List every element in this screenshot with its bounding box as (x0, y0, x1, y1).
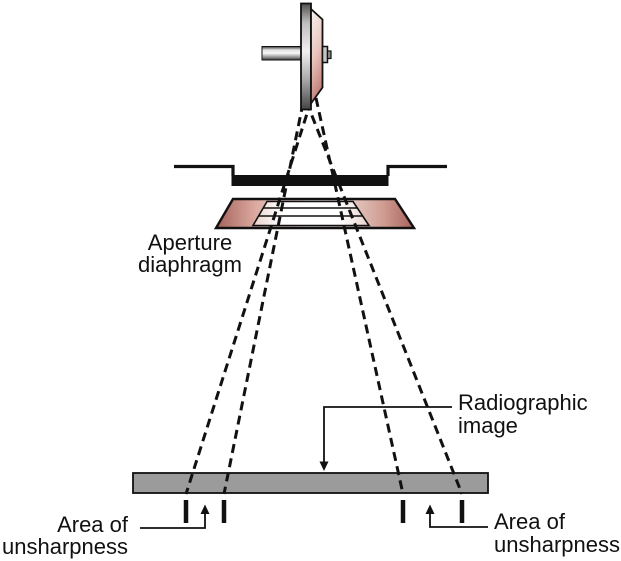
anode-stem (261, 46, 304, 61)
anode-stub-tip (326, 50, 332, 60)
diaphragm-plates (174, 164, 447, 186)
radiographic-image-label-line2: image (458, 413, 518, 438)
anode-target-face (310, 6, 324, 107)
area-unsharpness-right-label-line1: Area of (494, 509, 566, 534)
anode-disc (300, 2, 312, 111)
radiographic-leader-line (323, 406, 452, 463)
beam-edge-ray-right-inner (314, 97, 405, 495)
radiographic-image-receptor (132, 472, 489, 494)
up-arrow-icon (425, 504, 435, 514)
beam-edge-ray-left-inner (222, 102, 305, 495)
anode-stub (321, 45, 329, 64)
diaphragm-top-plate-right (386, 164, 447, 176)
up-arrow-icon (200, 504, 210, 514)
aperture-diaphragm-label-line1: Aperture (148, 230, 232, 255)
beam-edge-ray-left-outer (184, 100, 313, 495)
area-right-leader-line (429, 510, 488, 528)
down-arrow-icon (319, 461, 329, 471)
radiographic-image-label-line1: Radiographic (458, 390, 588, 415)
area-unsharpness-left-label-line2: unsharpness (2, 534, 128, 559)
anode-assembly (261, 2, 332, 111)
diaphragm-top-plate-left (174, 164, 235, 176)
leader-lines (140, 406, 488, 529)
area-unsharpness-left-label-line1: Area of (57, 512, 129, 537)
aperture-diaphragm-label-line2: diaphragm (138, 252, 242, 277)
area-unsharpness-right-label-line2: unsharpness (494, 532, 620, 557)
unsharpness-ticks (183, 500, 465, 523)
beam-edge-ray-right-outer (305, 101, 464, 495)
xray-beam-rays (184, 97, 464, 495)
labels: Aperture diaphragm Radiographic image Ar… (2, 230, 620, 559)
aperture-diaphragm-body (213, 197, 417, 230)
area-left-leader-line (140, 510, 206, 529)
diaphragm-slit-bar (231, 175, 389, 186)
